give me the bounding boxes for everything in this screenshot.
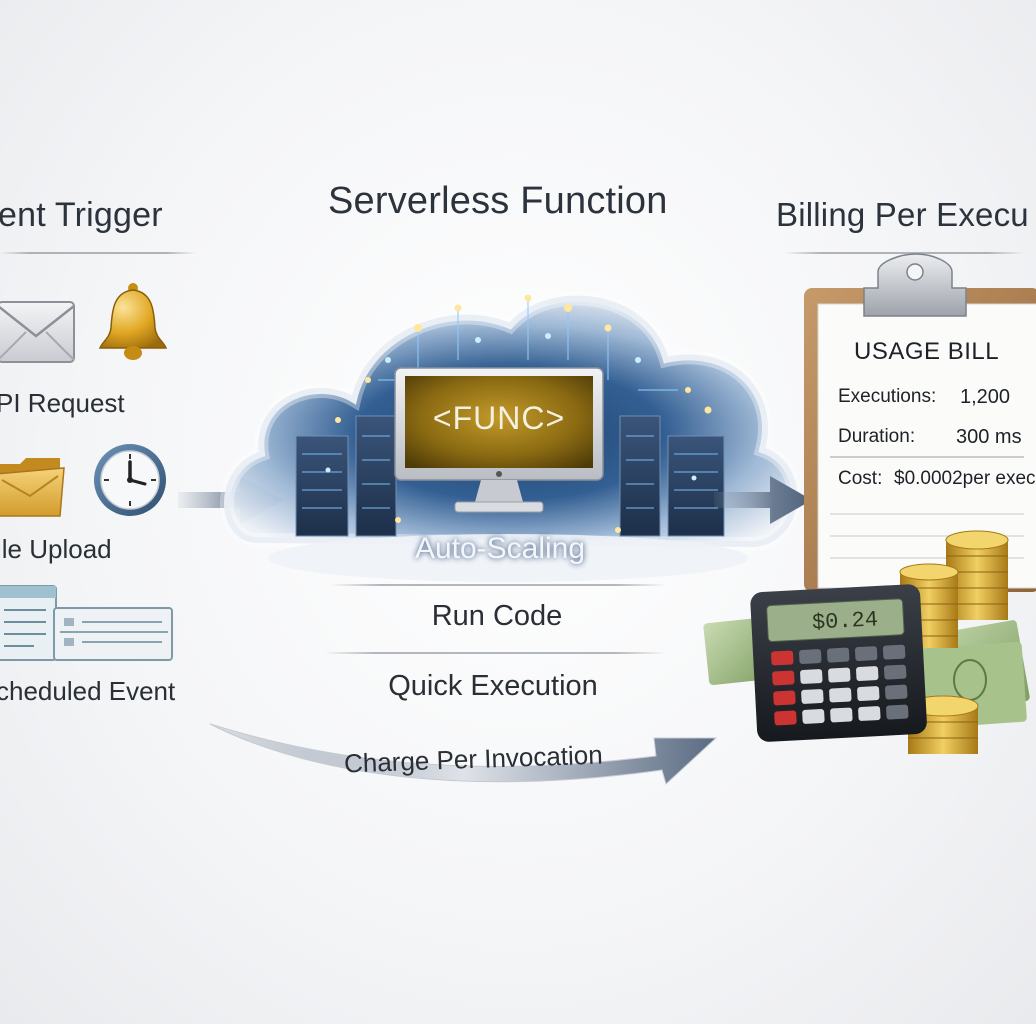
bell-icon <box>96 280 170 362</box>
left-heading-divider <box>0 252 196 254</box>
serverless-function-heading: Serverless Function <box>328 180 668 222</box>
event-trigger-heading: ent Trigger <box>0 196 163 234</box>
duration-label: Duration: <box>838 426 916 447</box>
bill-title: USAGE BILL <box>854 338 1000 365</box>
clock-icon <box>90 440 170 520</box>
function-monitor: <FUNC> <box>393 366 605 518</box>
charge-arrow: Charge Per Invocation <box>206 710 726 810</box>
file-upload-label: ile Upload <box>0 534 112 564</box>
scheduled-event-label: cheduled Event <box>0 676 176 706</box>
cost-value: $0.0002per exec <box>894 468 1036 489</box>
cost-label: Cost: <box>838 468 883 489</box>
auto-scaling-label: Auto-Scaling <box>414 532 586 565</box>
api-request-label: PI Request <box>0 388 125 418</box>
calendar-panel-icon <box>0 584 178 664</box>
executions-value: 1,200 <box>960 386 1011 408</box>
money-and-calculator: $0.24 <box>700 530 1030 766</box>
envelope-icon <box>0 296 78 368</box>
center-divider-2 <box>324 652 666 654</box>
duration-value: 300 ms <box>956 426 1022 448</box>
executions-label: Executions: <box>838 386 937 407</box>
quick-execution-label: Quick Execution <box>388 670 598 702</box>
run-code-label: Run Code <box>431 600 563 632</box>
bill-divider <box>830 456 1024 458</box>
calculator-display: $0.24 <box>811 607 879 636</box>
folder-icon <box>0 452 66 522</box>
center-divider-1 <box>330 584 666 586</box>
right-heading-divider <box>784 252 1024 254</box>
billing-heading: Billing Per Execu <box>776 196 1029 233</box>
function-to-billing-arrow <box>714 470 814 530</box>
func-code-label: <FUNC> <box>432 400 566 436</box>
usage-bill-clipboard: USAGE BILL Executions: 1,200 Duration: 3… <box>804 252 1036 592</box>
